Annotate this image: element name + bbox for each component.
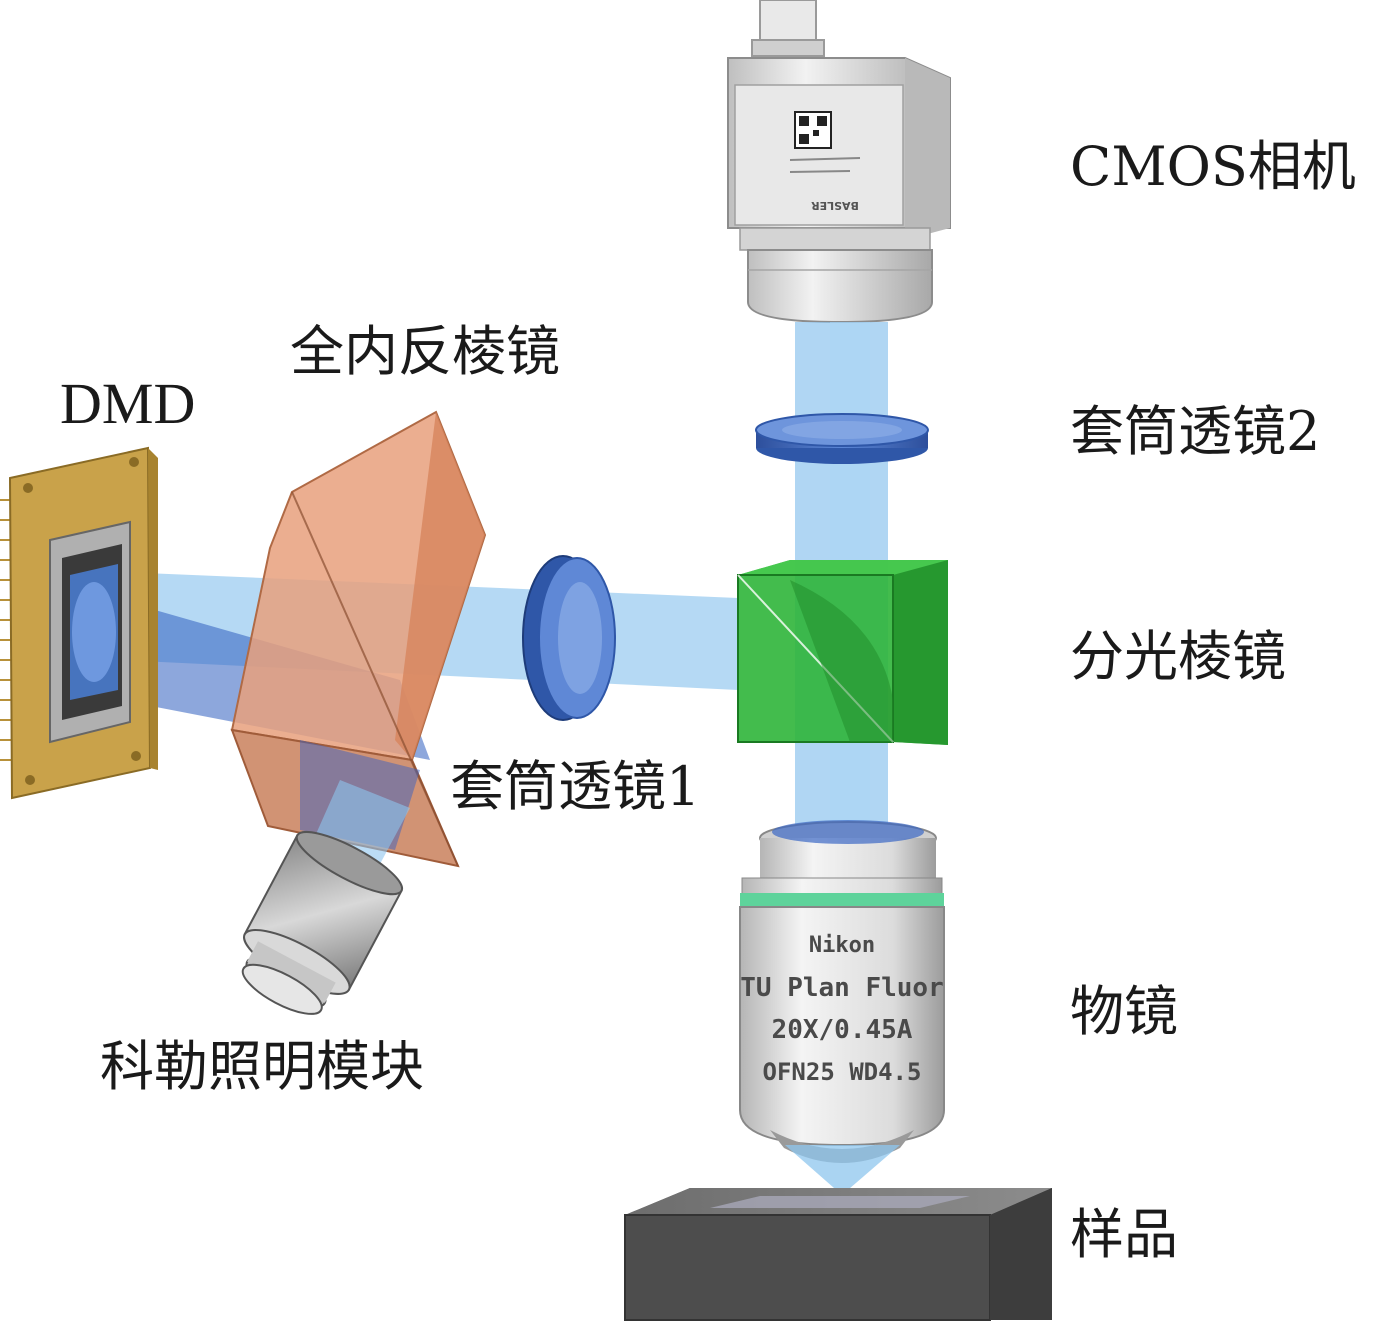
objective-brand: Nikon (809, 933, 875, 958)
label-kohler-module: 科勒照明模块 (100, 1035, 424, 1098)
kohler-illumination-module (241, 780, 410, 1015)
objective-spec: 20X/0.45A (772, 1015, 913, 1045)
cmos-camera: BASLER (727, 0, 951, 324)
label-dmd: DMD (60, 371, 196, 436)
label-objective: 物镜 (1070, 980, 1178, 1043)
tube-lens-1 (522, 555, 616, 721)
beam-splitter-cube (737, 560, 948, 745)
dmd-chip (0, 446, 158, 800)
label-cmos-camera: CMOS相机 (1070, 135, 1356, 198)
objective-lens: Nikon TU Plan Fluor 20X/0.45A OFN25 WD4.… (739, 820, 945, 1163)
label-tube-lens-2: 套筒透镜2 (1070, 400, 1321, 463)
tube-lens-2 (755, 413, 929, 464)
objective-model: TU Plan Fluor (740, 973, 944, 1003)
label-tir-prism: 全内反棱镜 (290, 320, 560, 383)
objective-detail: OFN25 WD4.5 (763, 1058, 922, 1086)
sample-block (624, 1188, 1052, 1321)
tir-prism (230, 410, 487, 868)
label-tube-lens-1: 套筒透镜1 (450, 755, 701, 818)
label-sample: 样品 (1070, 1203, 1178, 1266)
camera-brand-text: BASLER (811, 199, 859, 212)
label-beam-splitter: 分光棱镜 (1070, 625, 1286, 688)
qr-code-icon (794, 111, 832, 149)
